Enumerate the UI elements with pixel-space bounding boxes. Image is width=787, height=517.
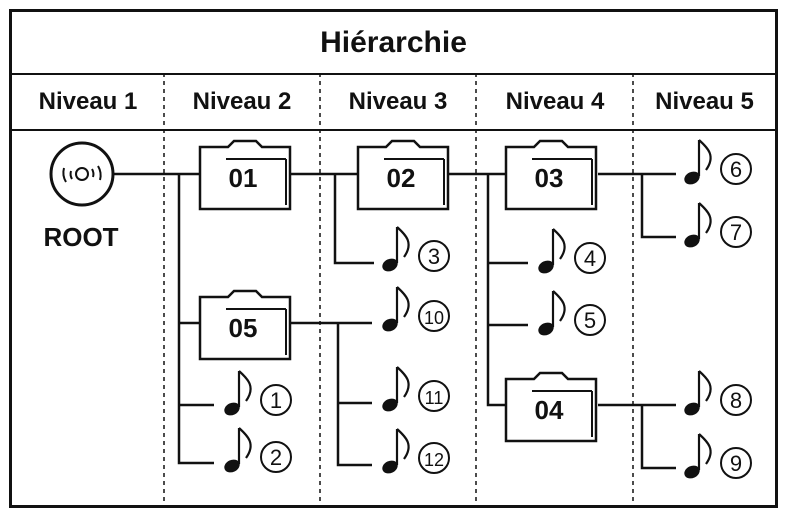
- folder-label: 02: [387, 163, 416, 193]
- track-number-circle: [574, 304, 606, 336]
- music-note-icon: [224, 427, 252, 473]
- folder-label: 03: [535, 163, 564, 193]
- track-number-circle: [260, 441, 292, 473]
- music-note-icon: [382, 366, 410, 412]
- track-5: 5: [538, 290, 606, 336]
- folder-01: 01: [198, 139, 292, 211]
- folder-label: 04: [535, 395, 564, 425]
- level-1-label: Niveau 1: [38, 88, 138, 115]
- track-number: 11: [425, 388, 444, 408]
- level-4-label: Niveau 4: [505, 88, 605, 115]
- track-number-circle: [574, 242, 606, 274]
- track-number: 1: [270, 388, 282, 413]
- track-12: 12: [382, 428, 450, 474]
- music-note-icon: [538, 290, 566, 336]
- track-6: 6: [684, 139, 752, 185]
- folder-label: 01: [229, 163, 258, 193]
- hierarchy-diagram: Hiérarchie Niveau 1 Niveau 2 Niveau 3 Ni…: [9, 9, 778, 508]
- tree-connectors: [114, 172, 676, 470]
- folder-nodes: 01 02 03 04 05: [198, 139, 598, 443]
- folder-icon: [198, 289, 292, 361]
- track-number: 5: [584, 308, 596, 333]
- diagram-title: Hiérarchie: [320, 25, 467, 59]
- level-5-label: Niveau 5: [655, 88, 754, 115]
- track-number-circle: [418, 300, 450, 332]
- track-number: 2: [270, 445, 282, 470]
- folder-05: 05: [198, 289, 292, 361]
- track-number-circle: [418, 240, 450, 272]
- track-number: 8: [730, 388, 742, 413]
- folder-03: 03: [504, 139, 598, 211]
- root-label: ROOT: [43, 222, 118, 252]
- title-bar: Hiérarchie: [12, 12, 775, 75]
- track-10: 10: [382, 286, 450, 332]
- music-note-icon: [684, 139, 712, 185]
- music-note-icon: [382, 226, 410, 272]
- track-number: 3: [428, 244, 440, 269]
- music-note-icon: [382, 428, 410, 474]
- level-2-label: Niveau 2: [192, 88, 292, 115]
- music-note-icon: [224, 370, 252, 416]
- root-disc: ROOT: [43, 141, 119, 252]
- track-9: 9: [684, 433, 752, 479]
- folder-02: 02: [356, 139, 450, 211]
- track-number-circle: [418, 442, 450, 474]
- track-number: 4: [584, 246, 596, 271]
- music-note-icon: [684, 370, 712, 416]
- track-number-circle: [720, 216, 752, 248]
- track-number: 7: [730, 220, 742, 245]
- track-2: 2: [224, 427, 292, 473]
- level-3-label: Niveau 3: [348, 88, 448, 115]
- track-number-circle: [260, 384, 292, 416]
- folder-icon: [504, 139, 598, 211]
- track-number-circle: [720, 447, 752, 479]
- track-number-circle: [720, 153, 752, 185]
- music-note-icon: [538, 228, 566, 274]
- level-header-row: Niveau 1 Niveau 2 Niveau 3 Niveau 4 Nive…: [12, 75, 775, 131]
- track-1: 1: [224, 370, 292, 416]
- track-3: 3: [382, 226, 450, 272]
- track-8: 8: [684, 370, 752, 416]
- folder-icon: [198, 139, 292, 211]
- track-number: 12: [424, 450, 444, 470]
- track-4: 4: [538, 228, 606, 274]
- folder-04: 04: [504, 371, 598, 443]
- disc-icon: [49, 141, 115, 207]
- track-number: 6: [730, 157, 742, 182]
- folder-icon: [356, 139, 450, 211]
- track-number: 10: [424, 308, 444, 328]
- track-number-circle: [720, 384, 752, 416]
- track-number: 9: [730, 451, 742, 476]
- music-note-icon: [684, 202, 712, 248]
- folder-icon: [504, 371, 598, 443]
- music-note-icon: [382, 286, 410, 332]
- folder-label: 05: [229, 313, 258, 343]
- column-dividers: [163, 73, 634, 505]
- track-11: 11: [382, 366, 450, 412]
- music-note-icon: [684, 433, 712, 479]
- track-number-circle: [418, 380, 450, 412]
- track-7: 7: [684, 202, 752, 248]
